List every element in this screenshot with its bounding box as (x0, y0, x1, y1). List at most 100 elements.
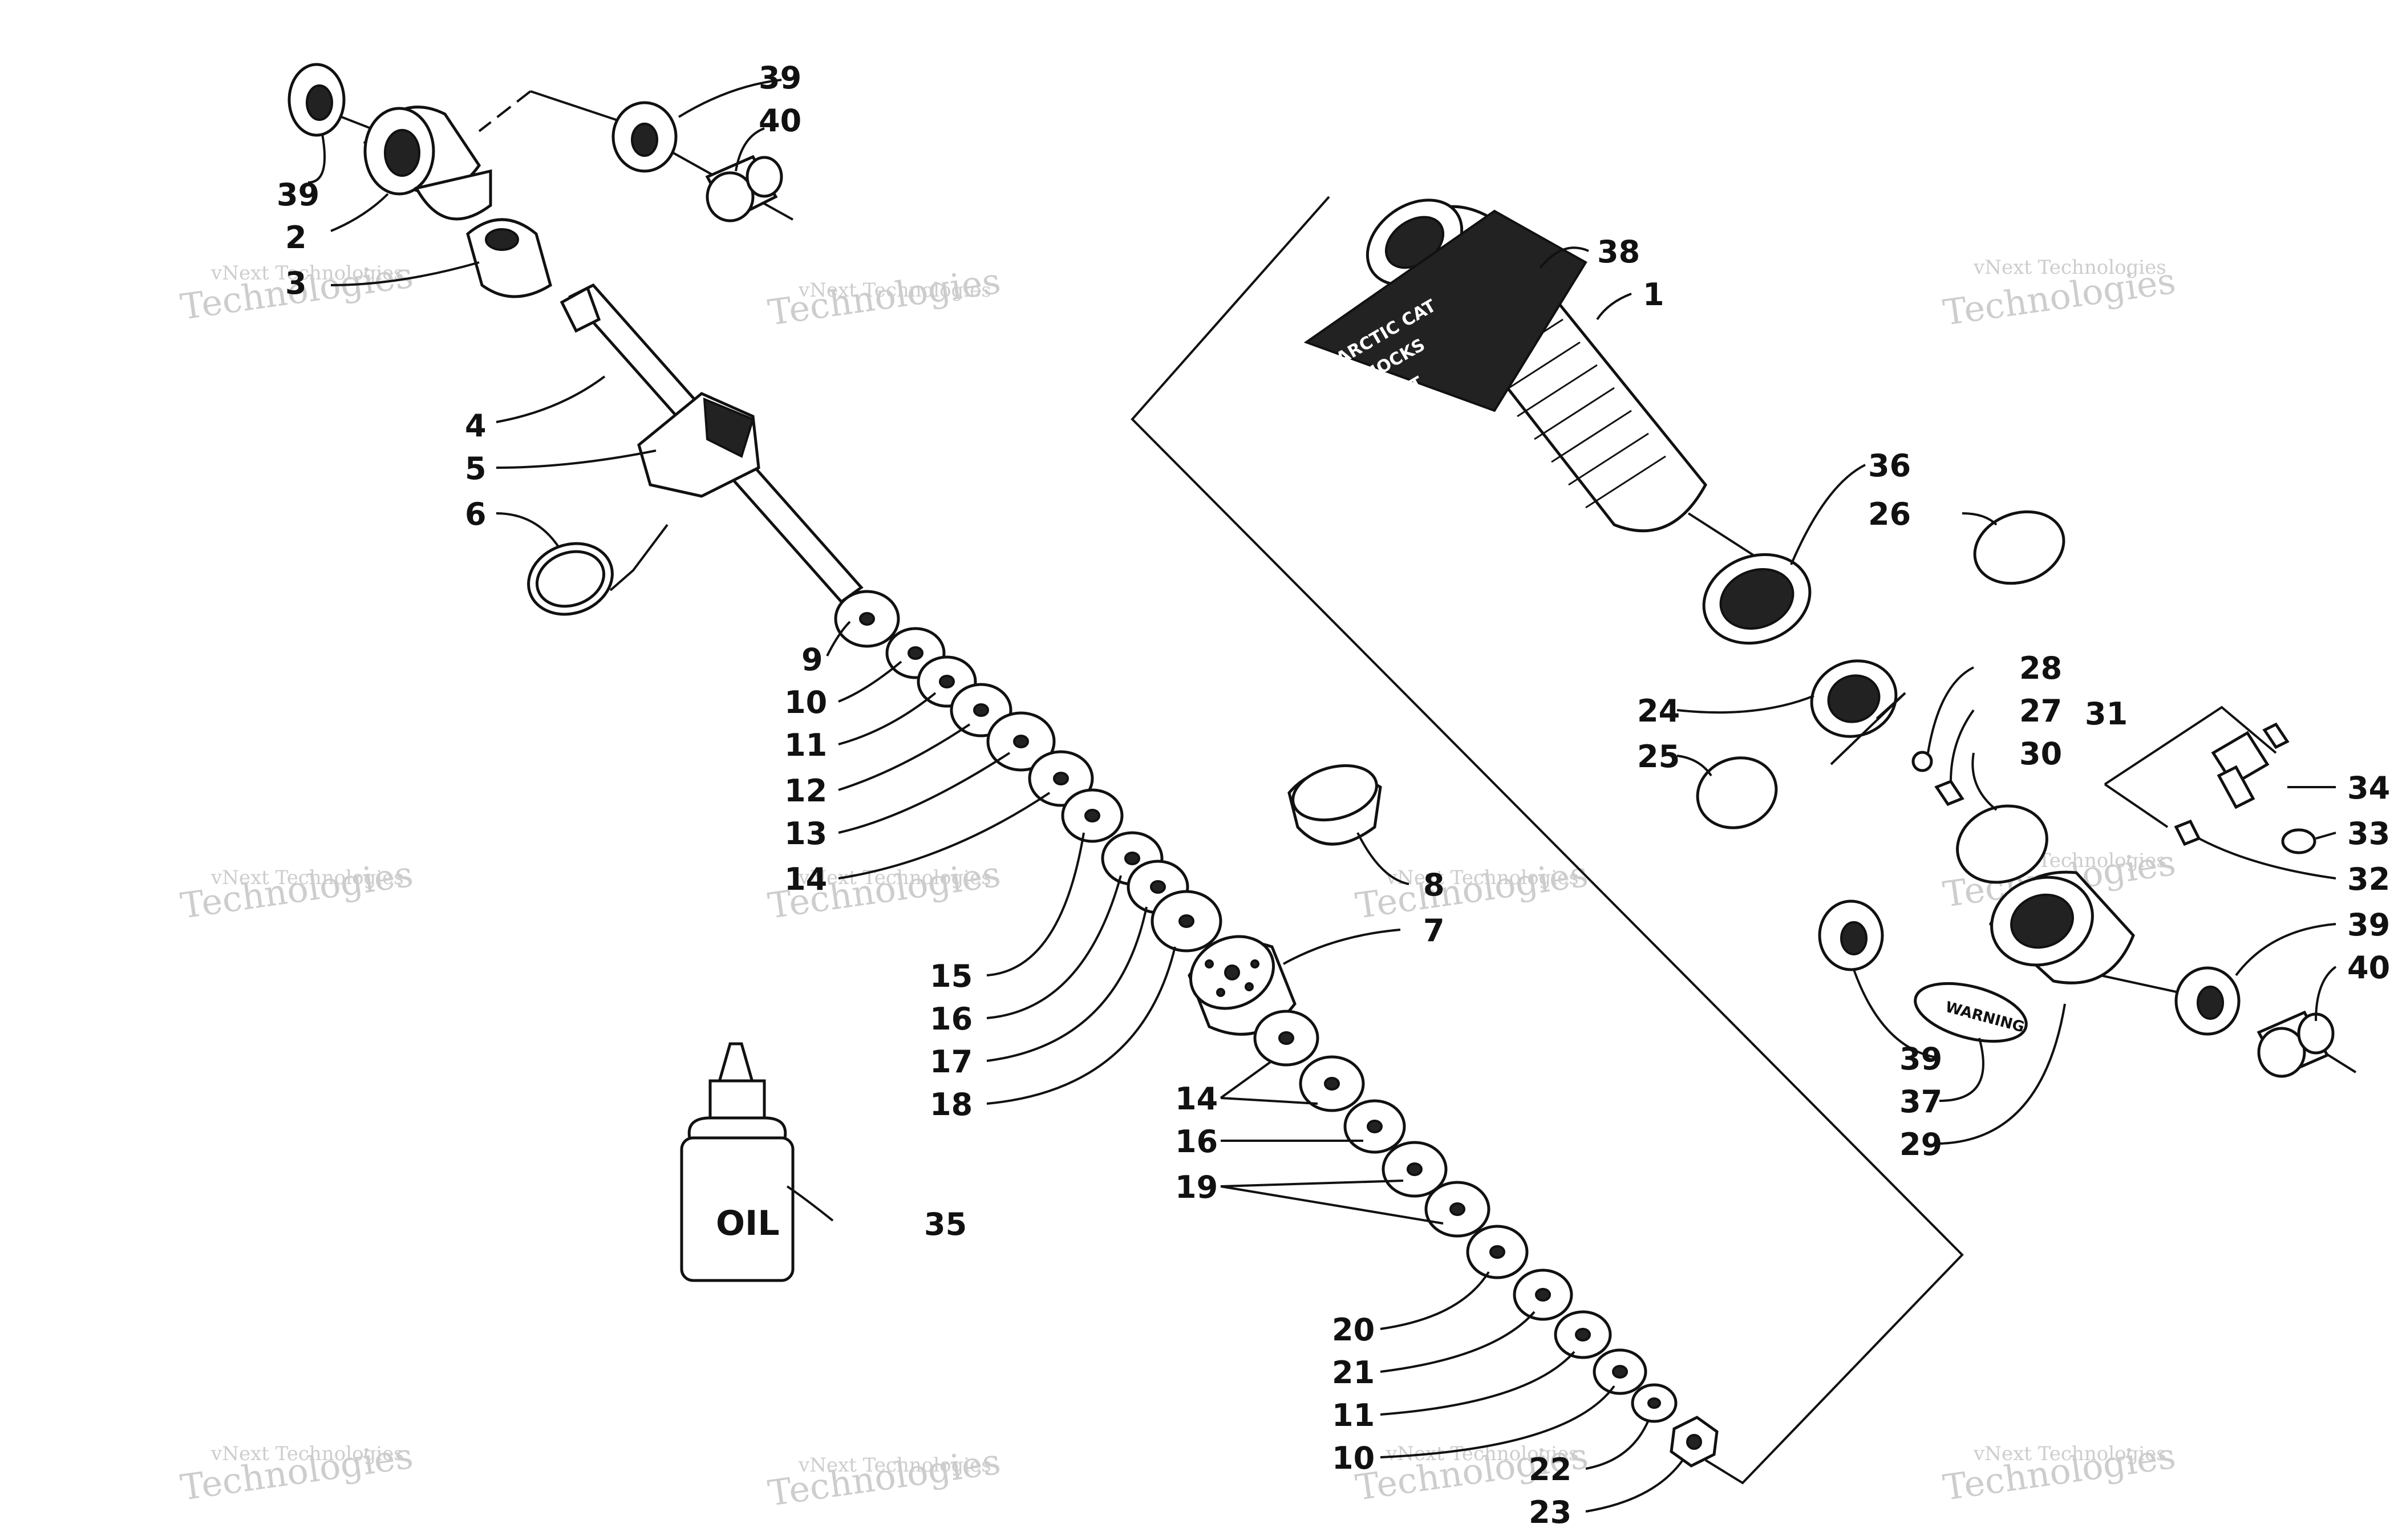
callout-39: 39 (277, 177, 319, 213)
callout-22: 22 (1529, 1452, 1571, 1488)
washer-part-15 (1061, 788, 1124, 843)
callout-8: 8 (1423, 867, 1445, 903)
watermark-3: vNext Technologies Technologies (1941, 256, 2178, 334)
valve-cap-part-34 (2262, 722, 2290, 749)
watermark-8: vNext Technologies Technologies (178, 1434, 415, 1508)
callout-28: 28 (2019, 650, 2062, 686)
callout-7: 7 (1423, 913, 1445, 949)
o-ring-part-33 (2281, 828, 2316, 854)
warning-label-part-37: WARNING (1914, 982, 2028, 1043)
svg-text:vNext Technologies: vNext Technologies (210, 866, 404, 889)
valve-part-31 (2211, 731, 2270, 809)
callout-6: 6 (465, 496, 487, 532)
callout-31: 31 (2085, 696, 2128, 732)
piston-ring-part-8 (1287, 764, 1382, 846)
oil-bottle-part-35: OIL (680, 1042, 795, 1282)
svg-text:vNext Technologies: vNext Technologies (1973, 1442, 2166, 1465)
collar-part-24 (1810, 659, 1898, 738)
callout-39: 39 (2347, 907, 2390, 943)
piston-part-7 (1188, 935, 1297, 1036)
callout-14: 14 (784, 861, 827, 897)
callout-5: 5 (465, 451, 487, 487)
watermark-2: vNext Technologies Technologies (765, 260, 1003, 333)
callout-1: 1 (1643, 277, 1664, 313)
washer-part-9 (834, 590, 900, 648)
callout-36: 36 (1868, 448, 1911, 484)
callout-10: 10 (784, 684, 827, 720)
o-ring-part-26 (1973, 510, 2065, 585)
callout-30: 30 (2019, 736, 2062, 772)
nut-part-23 (1670, 1416, 1719, 1468)
decal-part-38: ARCTIC CAT SHOCKS ACT (1303, 209, 1587, 412)
svg-text:vNext Technologies: vNext Technologies (798, 279, 991, 302)
callout-21: 21 (1332, 1355, 1375, 1391)
washer-part-14-upper (1028, 750, 1094, 807)
callout-15: 15 (930, 958, 973, 994)
svg-text:vNext Technologies: vNext Technologies (798, 866, 991, 889)
bushing-part-39-upper-left (287, 63, 346, 137)
callout-9: 9 (801, 642, 823, 678)
callout-34: 34 (2347, 770, 2390, 806)
washer-part-10-lower (1593, 1348, 1647, 1395)
retaining-ring-part-25 (1696, 756, 1778, 829)
callout-39: 39 (759, 60, 801, 96)
callout-17: 17 (930, 1044, 973, 1080)
callout-12: 12 (784, 773, 827, 809)
group-bracket (1131, 196, 1964, 1485)
seal-head-part-5 (637, 392, 760, 498)
washer-part-19-a (1382, 1141, 1448, 1198)
callout-40: 40 (759, 103, 801, 139)
washer-part-19-b (1424, 1181, 1490, 1238)
callout-26: 26 (1868, 496, 1911, 532)
callout-33: 33 (2347, 816, 2390, 852)
valve-stack-lower (1253, 1010, 1719, 1468)
reservoir-parts: WARNING (1696, 510, 2335, 1078)
washer-part-16-lower (1343, 1099, 1406, 1154)
spring-adjuster-part-36 (1702, 553, 1812, 645)
callout-11: 11 (1332, 1397, 1375, 1433)
callout-40: 40 (2347, 950, 2390, 986)
callout-19: 19 (1175, 1169, 1218, 1205)
callout-3: 3 (285, 265, 307, 301)
callout-38: 38 (1597, 234, 1640, 270)
svg-text:Technologies: Technologies (765, 260, 1003, 333)
svg-text:vNext Technologies: vNext Technologies (1973, 256, 2166, 279)
callout-4: 4 (465, 408, 487, 444)
callout-10: 10 (1332, 1440, 1375, 1476)
svg-text:vNext Technologies: vNext Technologies (210, 1442, 404, 1465)
callout-32: 32 (2347, 861, 2390, 897)
bushing-part-39-lower-left (1818, 899, 1884, 971)
watermark-11: vNext Technologies Technologies (1941, 1434, 2178, 1508)
shaft-assembly (527, 283, 864, 616)
leader-lines (307, 79, 2337, 1513)
callout-23: 23 (1529, 1494, 1571, 1530)
callout-14: 14 (1175, 1081, 1218, 1117)
watermark-9: vNext Technologies Technologies (765, 1440, 1003, 1514)
core-part-32 (2174, 819, 2201, 846)
callout-2: 2 (285, 220, 307, 256)
callout-13: 13 (784, 816, 827, 852)
washer-part-18 (1151, 890, 1222, 953)
callout-35: 35 (924, 1206, 967, 1242)
callout-18: 18 (930, 1087, 973, 1122)
callout-37: 37 (1899, 1084, 1942, 1120)
washer-part-14-lower-a (1253, 1010, 1319, 1067)
callout-16: 16 (1175, 1124, 1218, 1160)
callout-16: 16 (930, 1001, 973, 1037)
svg-text:vNext Technologies: vNext Technologies (1386, 866, 1579, 889)
bushing-part-39-lower-right (2174, 966, 2241, 1036)
bumper-part-3 (466, 218, 552, 298)
washer-part-11-lower (1554, 1310, 1612, 1359)
callout-labels: 39 40 39 2 3 4 5 6 9 10 11 12 13 14 15 1… (277, 60, 2390, 1530)
callout-29: 29 (1899, 1126, 1942, 1162)
washer-part-20 (1466, 1225, 1529, 1279)
reservoir-housing-part-29 (1988, 870, 2135, 984)
oil-bottle-label: OIL (716, 1203, 780, 1243)
callout-25: 25 (1637, 739, 1680, 775)
sleeve-part-40-upper (705, 155, 783, 222)
bushing-part-39-upper-right (611, 101, 678, 173)
svg-text:vNext Technologies: vNext Technologies (210, 262, 404, 285)
watermark-6: vNext Technologies Technologies (1353, 853, 1590, 926)
svg-text:Technologies: Technologies (765, 1440, 1003, 1514)
